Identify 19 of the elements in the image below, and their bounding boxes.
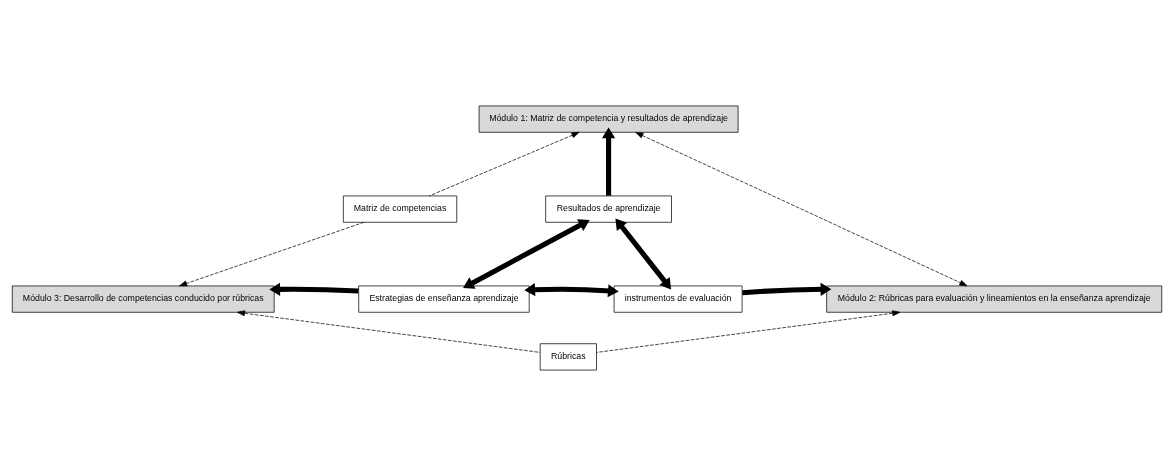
arrow xyxy=(596,310,901,353)
arrow xyxy=(236,310,541,353)
node-box: Módulo 3: Desarrollo de competencias conducido por rúbricas xyxy=(11,285,275,313)
node-box: Módulo 2: Rúbricas para evaluación y lineamientos en la enseñanza aprendizaje xyxy=(826,285,1163,313)
arrow xyxy=(179,221,365,287)
arrow xyxy=(269,282,359,296)
node-box: Resultados de aprendizaje xyxy=(545,195,672,223)
arrow xyxy=(635,132,968,287)
node-box: Matriz de competencias xyxy=(342,195,458,223)
node-box: Rúbricas xyxy=(539,343,597,371)
node-box: Módulo 1: Matriz de competencia y resultados de aprendizaje xyxy=(478,105,739,133)
arrow xyxy=(463,219,590,289)
arrow xyxy=(615,218,672,290)
arrow xyxy=(742,282,832,296)
arrow xyxy=(429,131,580,197)
node-box: Estrategias de enseñanza aprendizaje xyxy=(358,285,530,313)
arrow xyxy=(602,127,616,196)
node-box: instrumentos de evaluación xyxy=(613,285,743,313)
arrow xyxy=(524,283,619,298)
